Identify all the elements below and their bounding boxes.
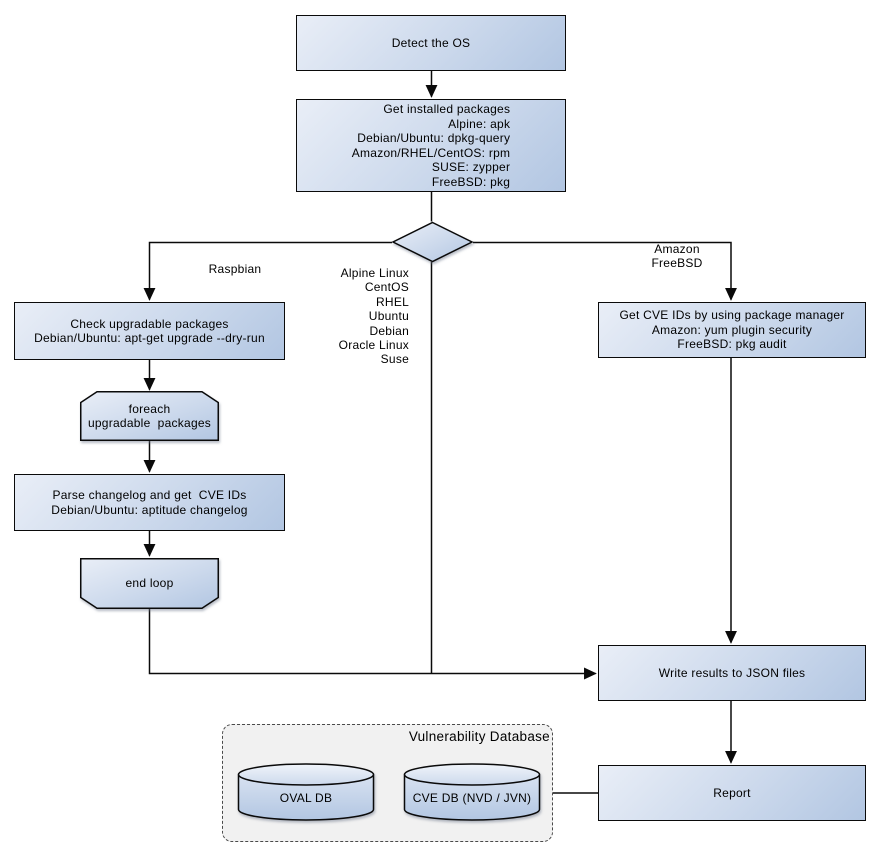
node-parse-changelog-label: Parse changelog and get CVE IDs Debian/U…: [51, 488, 248, 517]
node-get-installed-packages: Get installed packages Alpine: apk Debia…: [296, 99, 566, 192]
branch-label-raspbian: Raspbian: [208, 262, 262, 276]
node-get-installed-packages-label: Get installed packages Alpine: apk Debia…: [351, 102, 511, 189]
node-oval-db: OVAL DB: [237, 763, 375, 821]
loop-start-shape: [80, 391, 219, 441]
arrow-decision-to-check-upgradable: [143, 241, 392, 301]
node-end-loop-label: end loop: [125, 576, 174, 591]
node-get-cve-ids: Get CVE IDs by using package manager Ama…: [598, 302, 866, 358]
node-foreach-loop-label: foreach upgradable packages: [87, 401, 212, 431]
node-cve-db: CVE DB (NVD / JVN): [403, 763, 541, 821]
branch-label-amazon-freebsd: Amazon FreeBSD: [651, 242, 703, 271]
node-check-upgradable-label: Check upgradable packages Debian/Ubuntu:…: [34, 316, 265, 346]
node-report: Report: [598, 765, 866, 821]
arrow-decision-to-get-cve-ids: [473, 241, 737, 301]
node-report-label: Report: [713, 785, 751, 800]
node-os-decision-diamond: [391, 221, 474, 263]
node-detect-os-label: Detect the OS: [391, 35, 471, 50]
database-cylinder-icon: [403, 763, 541, 821]
database-cylinder-icon: [237, 763, 375, 821]
node-detect-os: Detect the OS: [296, 15, 566, 71]
node-foreach-loop: foreach upgradable packages: [80, 391, 219, 441]
branch-label-os-list: Alpine Linux CentOS RHEL Ubuntu Debian O…: [338, 266, 409, 367]
node-write-results: Write results to JSON files: [598, 645, 866, 701]
node-check-upgradable: Check upgradable packages Debian/Ubuntu:…: [14, 302, 285, 360]
node-write-results-label: Write results to JSON files: [658, 665, 806, 680]
node-oval-db-label: OVAL DB: [279, 790, 333, 805]
node-get-cve-ids-label: Get CVE IDs by using package manager Ama…: [619, 308, 845, 352]
arrow-endloop-to-write-results: [148, 609, 597, 680]
node-cve-db-label: CVE DB (NVD / JVN): [412, 790, 532, 805]
node-end-loop: end loop: [80, 558, 219, 609]
node-parse-changelog: Parse changelog and get CVE IDs Debian/U…: [14, 474, 285, 531]
loop-end-shape: [80, 558, 219, 609]
vulnerability-database-title: Vulnerability Database: [408, 729, 550, 744]
diamond-icon: [391, 221, 474, 263]
